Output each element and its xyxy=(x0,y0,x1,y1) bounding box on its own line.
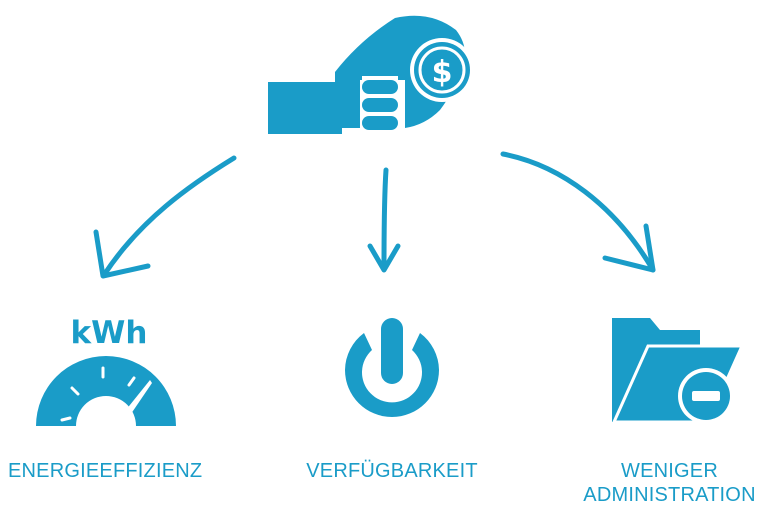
arrow-right xyxy=(500,151,656,273)
folder-minus-icon xyxy=(611,318,745,424)
arrows xyxy=(93,151,656,279)
kwh-label: kWh xyxy=(70,315,148,351)
outcome-label-availability: VERFÜGBARKEIT xyxy=(306,460,478,482)
coin-dollar-symbol: $ xyxy=(432,55,453,90)
arrow-center-head xyxy=(367,243,401,273)
hand-holding-dollar-coin-icon: $ xyxy=(268,15,474,134)
arrow-left-head xyxy=(93,229,151,279)
arrow-center xyxy=(381,167,389,271)
outcome-label-less-administration: WENIGER ADMINISTRATION xyxy=(583,460,756,506)
arrow-right-head xyxy=(602,223,656,273)
kwh-gauge-icon xyxy=(36,356,176,434)
power-button-icon xyxy=(345,318,439,417)
outcome-label-energy-efficiency: ENERGIEEFFIZIENZ xyxy=(8,460,203,482)
arrow-left xyxy=(101,155,237,278)
